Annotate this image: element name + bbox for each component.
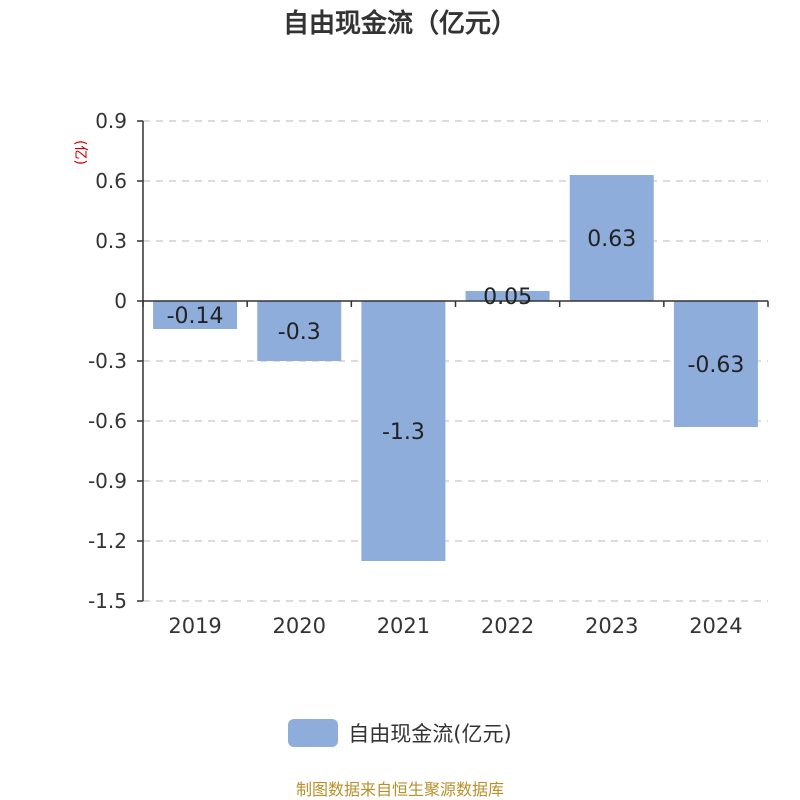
- chart-title: 自由现金流（亿元）: [282, 9, 517, 39]
- data-label: 0.05: [483, 285, 532, 310]
- data-label: -1.3: [382, 420, 425, 445]
- y-tick-label: 0.6: [95, 169, 127, 193]
- y-tick-label: -0.9: [88, 469, 127, 493]
- legend[interactable]: 自由现金流(亿元): [0, 718, 800, 748]
- x-tick-label: 2022: [481, 614, 534, 638]
- bar: [257, 301, 342, 361]
- bar: [569, 175, 654, 301]
- bar: [153, 301, 238, 329]
- y-tick-label: 0: [114, 289, 127, 313]
- bar: [673, 301, 758, 427]
- bar: [465, 291, 550, 301]
- y-tick-label: 0.3: [95, 229, 127, 253]
- gridlines: [143, 120, 768, 602]
- axes: 0.9 0.6 0.3 0 -0.3 -0.6 -0.9 -1.2 -1.5 2019 2020 20…: [88, 109, 769, 638]
- x-tick-label: 2019: [168, 614, 221, 638]
- x-tick-label: 2023: [585, 614, 638, 638]
- y-tick-label: -1.5: [88, 589, 127, 613]
- bars: [153, 175, 758, 561]
- data-labels: -0.14 -0.3 -1.3 0.05 0.63 -0.63: [167, 227, 745, 445]
- y-tick-label: -0.6: [88, 409, 127, 433]
- data-label: -0.63: [687, 353, 744, 378]
- data-label: -0.3: [278, 320, 321, 345]
- y-tick-label: -1.2: [88, 529, 127, 553]
- bar: [361, 301, 446, 561]
- data-label: -0.14: [167, 304, 224, 329]
- y-tick-label: 0.9: [95, 109, 127, 133]
- legend-label: 自由现金流(亿元): [348, 722, 512, 746]
- source-note: 制图数据来自恒生聚源数据库: [295, 780, 504, 799]
- x-tick-label: 2020: [273, 614, 326, 638]
- bar-chart: 0.9 0.6 0.3 0 -0.3 -0.6 -0.9 -1.2 -1.5 2019 2020 20…: [88, 109, 769, 638]
- x-tick-label: 2021: [377, 614, 430, 638]
- x-tick-label: 2024: [689, 614, 742, 638]
- data-label: 0.63: [587, 227, 636, 252]
- legend-swatch: [288, 719, 339, 747]
- y-tick-label: -0.3: [88, 349, 127, 373]
